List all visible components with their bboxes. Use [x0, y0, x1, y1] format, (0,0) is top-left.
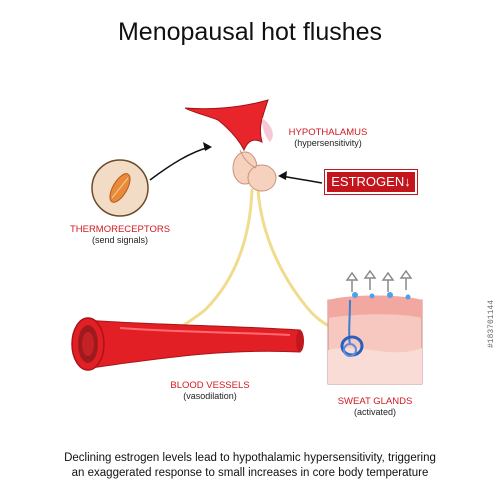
estrogen-badge: ESTROGEN↓ — [327, 172, 415, 192]
thermoreceptors-sub: (send signals) — [91, 235, 149, 245]
thermoreceptor-illustration — [91, 159, 149, 217]
blood-vessel-illustration — [71, 317, 304, 371]
stock-id: #183701144 — [487, 300, 496, 349]
hypothalamus-label: HYPOTHALAMUS — [288, 127, 368, 138]
nerve-fibers — [168, 188, 340, 337]
blood-vessels-label: BLOOD VESSELS — [170, 380, 250, 391]
sweat-glands-label: SWEAT GLANDS — [337, 396, 413, 407]
estrogen-label: ESTROGEN — [331, 174, 405, 189]
down-arrow-icon: ↓ — [404, 174, 411, 189]
hypothalamus-sub: (hypersensitivity) — [294, 138, 362, 148]
caption: Declining estrogen levels lead to hypoth… — [10, 451, 490, 481]
thermoreceptors-label: THERMORECEPTORS — [69, 224, 171, 235]
caption-line-2: an exaggerated response to small increas… — [71, 467, 429, 479]
blood-vessels-sub: (vasodilation) — [183, 391, 237, 401]
caption-line-1: Declining estrogen levels lead to hypoth… — [64, 452, 436, 464]
diagram-title: Menopausal hot flushes — [117, 18, 383, 46]
skin-section-illustration — [327, 292, 423, 385]
sweat-glands-sub: (activated) — [353, 407, 397, 417]
hypothalamus-shape — [184, 99, 277, 192]
heat-arrows — [345, 269, 413, 292]
